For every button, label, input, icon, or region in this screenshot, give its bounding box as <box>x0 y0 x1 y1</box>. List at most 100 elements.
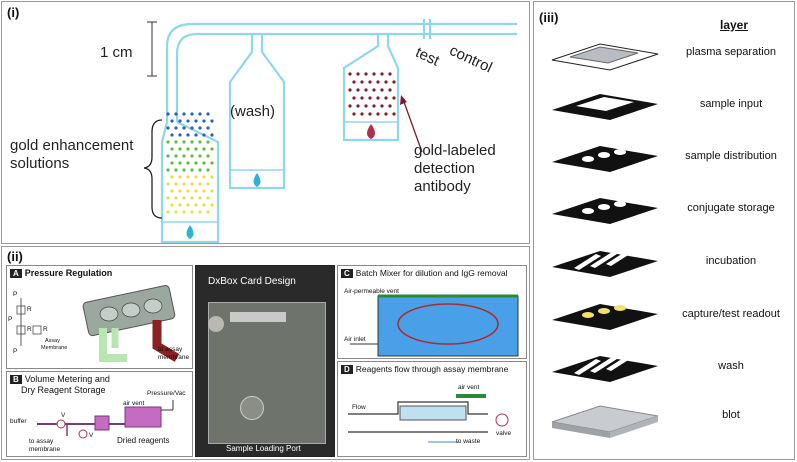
dot <box>194 161 198 165</box>
dot <box>202 203 206 207</box>
card-body <box>208 302 326 444</box>
dot <box>210 203 214 207</box>
dot <box>186 175 190 179</box>
gold-enhancement-chamber <box>160 121 220 243</box>
dot <box>202 119 206 123</box>
dot <box>166 112 170 116</box>
layer-label: conjugate storage <box>687 202 775 214</box>
dot <box>202 161 206 165</box>
dot <box>202 133 206 137</box>
panel-iii-label: (iii) <box>539 10 559 25</box>
wash-label: (wash) <box>230 103 276 120</box>
dot <box>384 112 388 116</box>
layer-label: capture/test readout <box>682 308 780 320</box>
dot <box>210 161 214 165</box>
dot <box>166 196 170 200</box>
dot <box>174 196 178 200</box>
dot <box>170 147 174 151</box>
detection-antibody-dots <box>348 72 396 116</box>
dot <box>380 88 384 92</box>
a-r2: R <box>27 326 32 333</box>
dot <box>166 168 170 172</box>
a-r1: R <box>27 306 32 313</box>
layer-label: incubation <box>705 255 757 267</box>
drop-icon <box>367 124 375 139</box>
dot <box>356 104 360 108</box>
dot <box>206 210 210 214</box>
dot <box>202 175 206 179</box>
dot <box>166 182 170 186</box>
dot <box>372 88 376 92</box>
dot <box>210 133 214 137</box>
dot <box>210 147 214 151</box>
a-membrane: Membrane <box>41 345 68 351</box>
dot <box>206 154 210 158</box>
barcode <box>230 312 286 322</box>
dot <box>170 133 174 137</box>
drop-icon <box>186 225 194 239</box>
dot <box>364 72 368 76</box>
dot <box>186 133 190 137</box>
dot <box>388 88 392 92</box>
dot <box>198 112 202 116</box>
detection-chamber <box>342 34 400 142</box>
dot <box>166 154 170 158</box>
layer-label: blot <box>722 409 740 421</box>
drop-icon <box>253 173 261 187</box>
dot <box>384 80 388 84</box>
dot <box>202 147 206 151</box>
dot <box>368 112 372 116</box>
dot <box>170 119 174 123</box>
b-dried: Dried reagents <box>117 436 170 445</box>
dot <box>182 126 186 130</box>
detection-label-2: detection <box>414 160 475 177</box>
dot <box>348 104 352 108</box>
dot <box>206 196 210 200</box>
brace <box>143 119 163 219</box>
panel-i-label: (i) <box>7 5 20 20</box>
dot <box>352 80 356 84</box>
dot <box>206 168 210 172</box>
dot <box>206 126 210 130</box>
a-title-text: Pressure Regulation <box>24 268 113 278</box>
dot <box>388 104 392 108</box>
c-inlet: Air inlet <box>344 336 366 343</box>
badge-c: C <box>341 269 353 278</box>
dot <box>194 119 198 123</box>
dot <box>206 112 210 116</box>
dot <box>210 189 214 193</box>
dot <box>198 126 202 130</box>
dot <box>380 72 384 76</box>
dot <box>352 112 356 116</box>
dot <box>186 203 190 207</box>
dot <box>174 126 178 130</box>
center-title: DxBox Card Design <box>208 276 296 287</box>
dot <box>190 210 194 214</box>
dot <box>194 147 198 151</box>
dot <box>198 154 202 158</box>
dot <box>166 210 170 214</box>
badge-b: B <box>10 375 22 384</box>
a-pdr: P <box>8 316 13 323</box>
dot <box>186 189 190 193</box>
a-p2: P <box>13 348 18 355</box>
dot <box>182 182 186 186</box>
dot <box>174 112 178 116</box>
layer-stack <box>551 43 659 438</box>
dxbox-card-photo: DxBox Card Design Sample Loading Port <box>195 265 335 457</box>
scale-label: 1 cm <box>100 44 133 61</box>
a-p1: P <box>13 291 18 298</box>
sample-port <box>240 396 264 420</box>
b-title-text-1: Volume Metering and <box>24 374 110 384</box>
dot <box>198 182 202 186</box>
b-airvent: air vent <box>123 400 145 407</box>
dot <box>190 182 194 186</box>
dot <box>174 182 178 186</box>
b-v2: V <box>89 432 94 439</box>
dot <box>166 126 170 130</box>
dot <box>178 147 182 151</box>
